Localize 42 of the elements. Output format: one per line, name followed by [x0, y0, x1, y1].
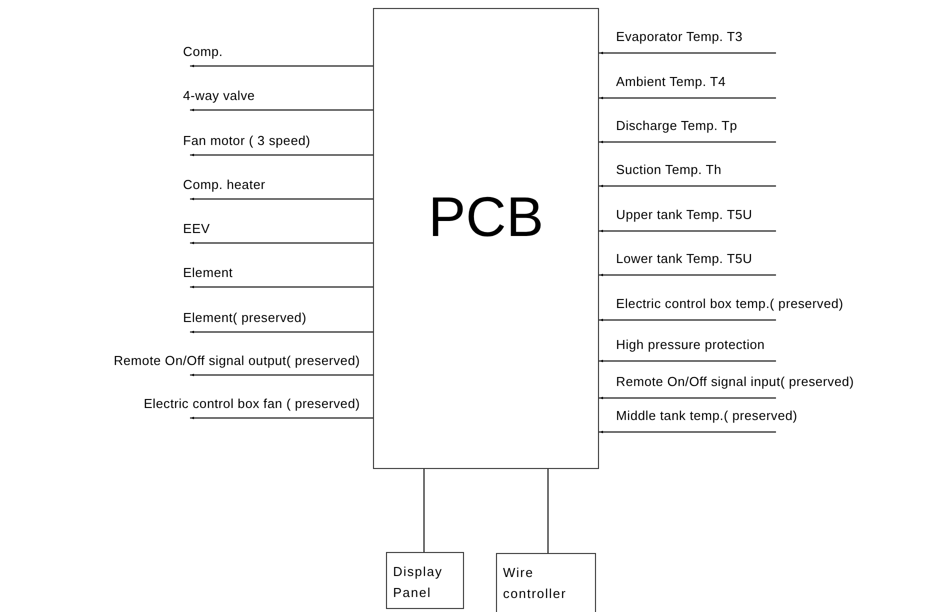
device-label: Display Panel: [393, 563, 444, 602]
signal-arrow: [598, 52, 776, 54]
device-box: [496, 553, 596, 612]
signal-arrow: [598, 184, 776, 188]
signal-arrow: [598, 230, 776, 232]
signal-arrow: [190, 416, 374, 420]
edge-label: Remote On/Off signal input( preserved): [616, 374, 854, 390]
signal-arrow: [598, 140, 776, 144]
edge-label: Electric control box fan ( preserved): [144, 396, 360, 412]
edge-label: Fan motor ( 3 speed): [183, 133, 310, 149]
edge-label: Evaporator Temp. T3: [616, 29, 743, 45]
signal-arrow: [190, 108, 374, 112]
edge-label: High pressure protection: [616, 337, 765, 353]
edge-label: Remote On/Off signal output( preserved): [114, 353, 360, 369]
signal-arrow: [598, 430, 776, 434]
edge-label: Comp. heater: [183, 177, 266, 193]
signal-arrow: [190, 286, 374, 288]
edge-label: Comp.: [183, 44, 223, 60]
edge-label: Lower tank Temp. T5U: [616, 251, 752, 267]
signal-arrow: [190, 242, 374, 244]
edge-label: 4-way valve: [183, 88, 255, 104]
edge-label: Ambient Temp. T4: [616, 74, 726, 90]
signal-arrow: [598, 318, 776, 322]
signal-arrow: [598, 360, 776, 362]
device-label: Wire controller: [503, 564, 568, 603]
signal-arrow: [598, 96, 776, 100]
edge-label: Suction Temp. Th: [616, 162, 722, 178]
signal-arrow: [190, 330, 374, 334]
edge-label: Element( preserved): [183, 310, 306, 326]
signal-arrow: [190, 198, 374, 200]
board-label: PCB: [428, 189, 544, 245]
edge-label: Discharge Temp. Tp: [616, 118, 738, 134]
edge-label: Upper tank Temp. T5U: [616, 207, 752, 223]
signal-arrow: [598, 274, 776, 276]
signal-arrow: [598, 396, 776, 400]
device-box: [386, 552, 464, 609]
edge-label: Electric control box temp.( preserved): [616, 296, 844, 312]
edge-label: Middle tank temp.( preserved): [616, 408, 798, 424]
circuit-board-box: [373, 8, 599, 469]
signal-arrow: [190, 64, 374, 68]
signal-arrow: [190, 374, 374, 376]
signal-arrow: [190, 154, 374, 156]
